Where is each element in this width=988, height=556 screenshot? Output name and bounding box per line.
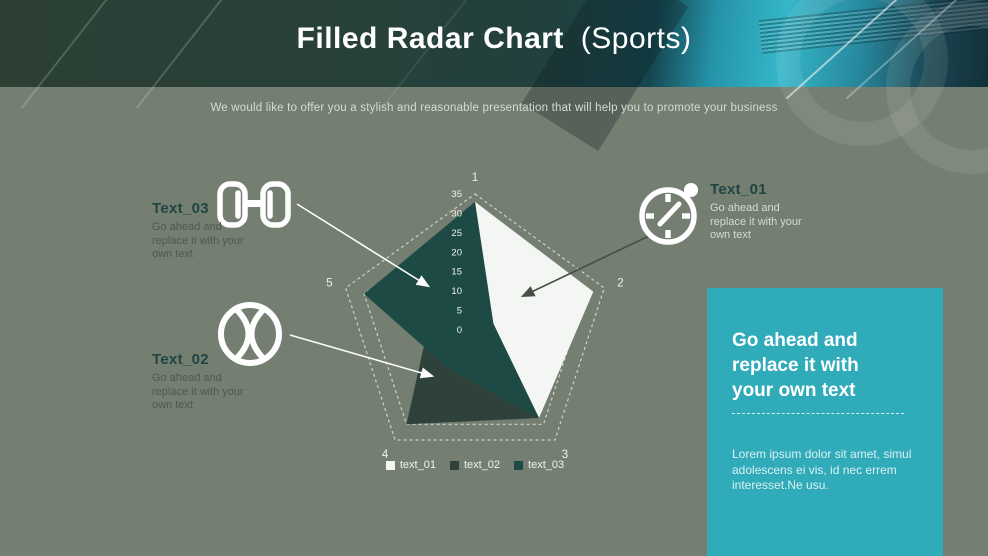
legend-item-text_03: text_03 <box>514 459 564 471</box>
radar-category-label: 5 <box>326 278 332 290</box>
legend-label: text_01 <box>399 459 436 471</box>
radar-category-label: 2 <box>617 278 623 290</box>
radar-tick-label: 15 <box>451 267 462 278</box>
callout-body: Go ahead and replace it with your own te… <box>152 221 244 260</box>
page-title-main: Filled Radar Chart <box>296 22 564 55</box>
radar-series-text_02 <box>406 291 539 425</box>
panel-body: Lorem ipsum dolor sit amet, simul adoles… <box>732 447 912 492</box>
arrow-stopwatch-to-chart <box>520 233 654 298</box>
radar-tick-label: 10 <box>451 286 462 297</box>
radar-series-text_03 <box>364 201 539 418</box>
legend-item-text_01: text_01 <box>385 459 436 471</box>
chart-legend: text_01 text_02 text_03 <box>310 459 640 471</box>
header-banner: Filled Radar Chart (Sports) <box>0 0 988 151</box>
callout-heading: Text_02 <box>152 351 209 368</box>
callout-heading: Text_01 <box>710 181 767 198</box>
arrow-ball-to-chart <box>289 334 435 379</box>
page-title-suffix: (Sports) <box>580 22 692 55</box>
radar-tick-label: 20 <box>451 247 462 258</box>
radar-category-label: 1 <box>472 172 478 184</box>
legend-swatch <box>514 460 524 470</box>
callout-text-01: Text_01 Go ahead and replace it with you… <box>710 181 820 243</box>
radar-tick-label: 5 <box>457 306 462 317</box>
side-panel: Go ahead and replace it with your own te… <box>707 288 943 556</box>
panel-heading: Go ahead and replace it with your own te… <box>732 330 859 401</box>
legend-item-text_02: text_02 <box>449 459 501 471</box>
arrow-dumbbell-to-chart <box>296 203 431 288</box>
legend-label: text_02 <box>463 459 501 471</box>
callout-text-02: Text_02 Go ahead and replace it with you… <box>152 351 262 413</box>
callout-heading: Text_03 <box>152 200 209 217</box>
callout-body: Go ahead and replace it with your own te… <box>710 202 802 241</box>
panel-divider <box>732 413 904 414</box>
page-title: Filled Radar Chart (Sports) <box>0 22 988 56</box>
legend-swatch <box>385 460 395 470</box>
radar-tick-label: 0 <box>457 325 462 336</box>
legend-label: text_03 <box>528 459 565 471</box>
legend-swatch <box>449 460 459 470</box>
radar-series-text_01 <box>456 201 594 418</box>
radar-tick-label: 35 <box>451 189 462 200</box>
radar-tick-label: 25 <box>451 228 462 239</box>
radar-gridline-ring <box>344 193 606 441</box>
stopwatch-icon <box>639 183 698 245</box>
callout-body: Go ahead and replace it with your own te… <box>152 372 244 411</box>
subtitle: We would like to offer you a stylish and… <box>210 102 778 114</box>
connector-arrows <box>289 203 654 379</box>
radar-gridline-ring <box>363 212 587 425</box>
radar-tick-label: 30 <box>451 208 462 219</box>
callout-text-03: Text_03 Go ahead and replace it with you… <box>152 200 262 262</box>
